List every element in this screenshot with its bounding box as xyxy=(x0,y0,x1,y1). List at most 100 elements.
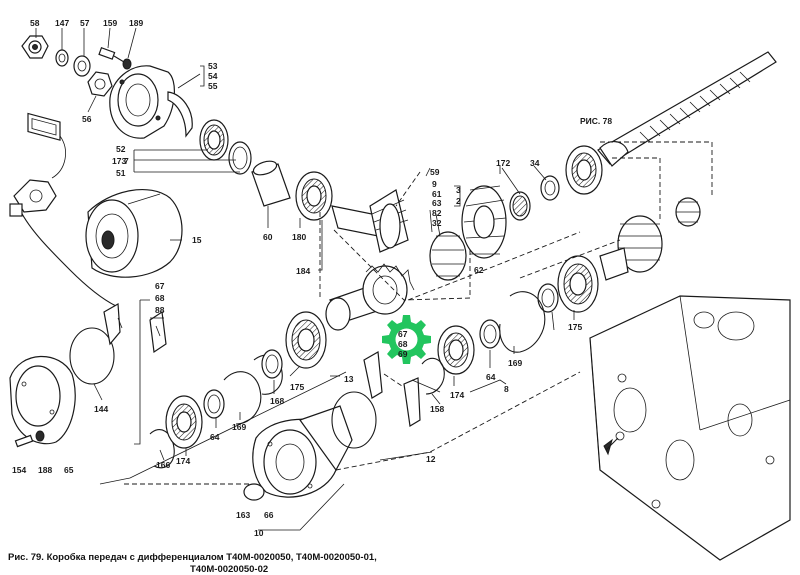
differential-shaft xyxy=(325,263,415,331)
housing-15 xyxy=(85,189,183,278)
bearing-175b xyxy=(557,255,599,313)
label-163: 163 xyxy=(236,510,250,520)
label-147: 147 xyxy=(55,18,69,28)
label-65: 65 xyxy=(64,465,74,475)
label-64a: 64 xyxy=(210,432,220,442)
label-58: 58 xyxy=(30,18,40,28)
label-169a: 169 xyxy=(232,422,246,432)
gasket-144 xyxy=(69,327,115,385)
bearing-172 xyxy=(509,191,531,221)
label-12: 12 xyxy=(426,454,436,464)
label-3: 3 xyxy=(456,185,461,195)
label-64b: 64 xyxy=(486,372,496,382)
ring-right xyxy=(537,283,559,313)
label-55: 55 xyxy=(208,81,218,91)
label-174a: 174 xyxy=(176,456,190,466)
label-82: 82 xyxy=(432,208,442,218)
label-88a: 88 xyxy=(155,305,165,315)
plug-163 xyxy=(243,483,265,501)
ring-34 xyxy=(540,175,560,201)
bearing-174b xyxy=(437,325,475,375)
gearbox-housing xyxy=(589,295,791,561)
bearing-52 xyxy=(199,119,229,161)
nut-58 xyxy=(21,35,49,59)
bearing-174a xyxy=(165,395,203,449)
label-51: 51 xyxy=(116,168,126,178)
label-175a: 175 xyxy=(290,382,304,392)
bearing-cap xyxy=(109,65,175,139)
circlip-158 xyxy=(421,357,445,395)
ring-64b xyxy=(479,319,501,349)
label-8: 8 xyxy=(504,384,509,394)
label-56: 56 xyxy=(82,114,92,124)
label-180: 180 xyxy=(292,232,306,242)
bolt-154 xyxy=(14,434,34,448)
label-54: 54 xyxy=(208,71,218,81)
gear-icon[interactable] xyxy=(382,315,431,364)
bearing-top-right xyxy=(565,145,603,195)
washer-189 xyxy=(122,58,132,70)
ring-64a xyxy=(203,389,225,419)
bolt-159 xyxy=(98,47,125,63)
gasket-12 xyxy=(331,391,377,449)
selector-housing xyxy=(27,112,66,179)
label-184: 184 xyxy=(296,266,310,276)
label-10: 10 xyxy=(254,528,264,538)
washer-188 xyxy=(35,430,45,442)
label-13: 13 xyxy=(344,374,354,384)
label-189: 189 xyxy=(129,18,143,28)
nut-56 xyxy=(87,71,113,97)
lock-plates-67-88 xyxy=(103,303,167,354)
label-168: 168 xyxy=(270,396,284,406)
label-62: 62 xyxy=(474,265,484,275)
circlip-169b xyxy=(499,291,546,353)
sleeve-60 xyxy=(251,160,291,207)
label-68b: 68 xyxy=(398,339,408,349)
label-175b: 175 xyxy=(568,322,582,332)
callout-labels: 58 147 57 159 189 56 53 54 55 7 52 173 5… xyxy=(12,18,612,538)
lock-plates-67-69 xyxy=(363,351,421,427)
washer-57 xyxy=(73,55,91,77)
washer-147 xyxy=(55,49,69,67)
cover-66 xyxy=(252,405,353,498)
gear-62 xyxy=(429,231,467,281)
gear-right-upper xyxy=(599,215,663,281)
label-68a: 68 xyxy=(155,293,165,303)
label-173: 173 xyxy=(112,156,126,166)
shift-lever xyxy=(9,179,117,307)
label-166: 166 xyxy=(156,460,170,470)
label-169b: 169 xyxy=(508,358,522,368)
label-174b: 174 xyxy=(450,390,464,400)
label-32: 32 xyxy=(432,218,442,228)
label-66: 66 xyxy=(264,510,274,520)
cover-65 xyxy=(9,355,76,445)
label-34: 34 xyxy=(530,158,540,168)
bevel-gear-large xyxy=(461,185,507,259)
label-67a: 67 xyxy=(155,281,165,291)
bearing-180 xyxy=(295,171,333,221)
label-154: 154 xyxy=(12,465,26,475)
label-69b: 69 xyxy=(398,349,408,359)
label-2: 2 xyxy=(456,196,461,206)
label-59: 59 xyxy=(430,167,440,177)
label-52: 52 xyxy=(116,144,126,154)
label-158: 158 xyxy=(430,404,444,414)
leader-lines xyxy=(35,27,713,531)
label-159: 159 xyxy=(103,18,117,28)
ring-51 xyxy=(228,141,252,175)
circlip-169a xyxy=(223,371,262,425)
label-188: 188 xyxy=(38,465,52,475)
label-60: 60 xyxy=(263,232,273,242)
label-61: 61 xyxy=(432,189,442,199)
ring-168b xyxy=(261,349,283,379)
splined-main-shaft xyxy=(597,51,777,167)
label-67b: 67 xyxy=(398,329,408,339)
label-15: 15 xyxy=(192,235,202,245)
label-7: 7 xyxy=(124,156,129,166)
label-ref-fig78: РИС. 78 xyxy=(580,116,612,126)
label-9: 9 xyxy=(432,179,437,189)
figure-caption-line1: Рис. 79. Коробка передач с дифференциало… xyxy=(8,552,377,563)
label-63: 63 xyxy=(432,198,442,208)
